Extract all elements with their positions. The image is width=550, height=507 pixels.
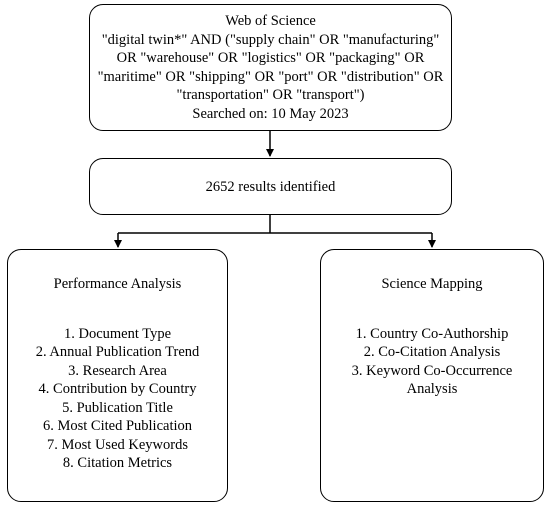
list-item: 5. Publication Title (62, 399, 173, 416)
list-item: 1. Document Type (63, 325, 172, 342)
science-mapping-list: 1. Country Co-Authorship 2. Co-Citation … (321, 325, 543, 399)
search-date: Searched on: 10 May 2023 (192, 105, 349, 122)
science-mapping-box: Science Mapping 1. Country Co-Authorship… (320, 249, 544, 502)
list-item: 4. Contribution by Country (38, 381, 197, 397)
list-item: 1. Country Co-Authorship (355, 325, 509, 342)
list-item: 2. Annual Publication Trend (35, 344, 200, 360)
results-count-box: 2652 results identified (89, 158, 452, 215)
search-query-box: Web of Science "digital twin*" AND ("sup… (89, 4, 452, 131)
science-mapping-title: Science Mapping (381, 276, 483, 292)
performance-analysis-box: Performance Analysis 1. Document Type 2.… (7, 249, 228, 502)
database-title: Web of Science (225, 13, 316, 29)
list-item: 3. Research Area (68, 362, 167, 379)
list-item: 6. Most Cited Publication (42, 418, 193, 434)
list-item: 2. Co-Citation Analysis (363, 344, 501, 360)
query-line: "digital twin*" AND ("supply chain" OR "… (101, 31, 440, 48)
performance-analysis-title: Performance Analysis (53, 276, 182, 292)
list-item: 8. Citation Metrics (62, 455, 173, 471)
query-line: OR "warehouse" OR "logistics" OR "packag… (116, 50, 425, 66)
list-item: 7. Most Used Keywords (47, 436, 188, 453)
list-item: 3. Keyword Co-Occurrence Analysis (351, 362, 513, 398)
results-count-text: 2652 results identified (205, 179, 336, 195)
query-line: "transportation" OR "transport") (176, 87, 365, 103)
performance-analysis-list: 1. Document Type 2. Annual Publication T… (8, 325, 227, 473)
query-line: "maritime" OR "shipping" OR "port" OR "d… (97, 68, 444, 85)
